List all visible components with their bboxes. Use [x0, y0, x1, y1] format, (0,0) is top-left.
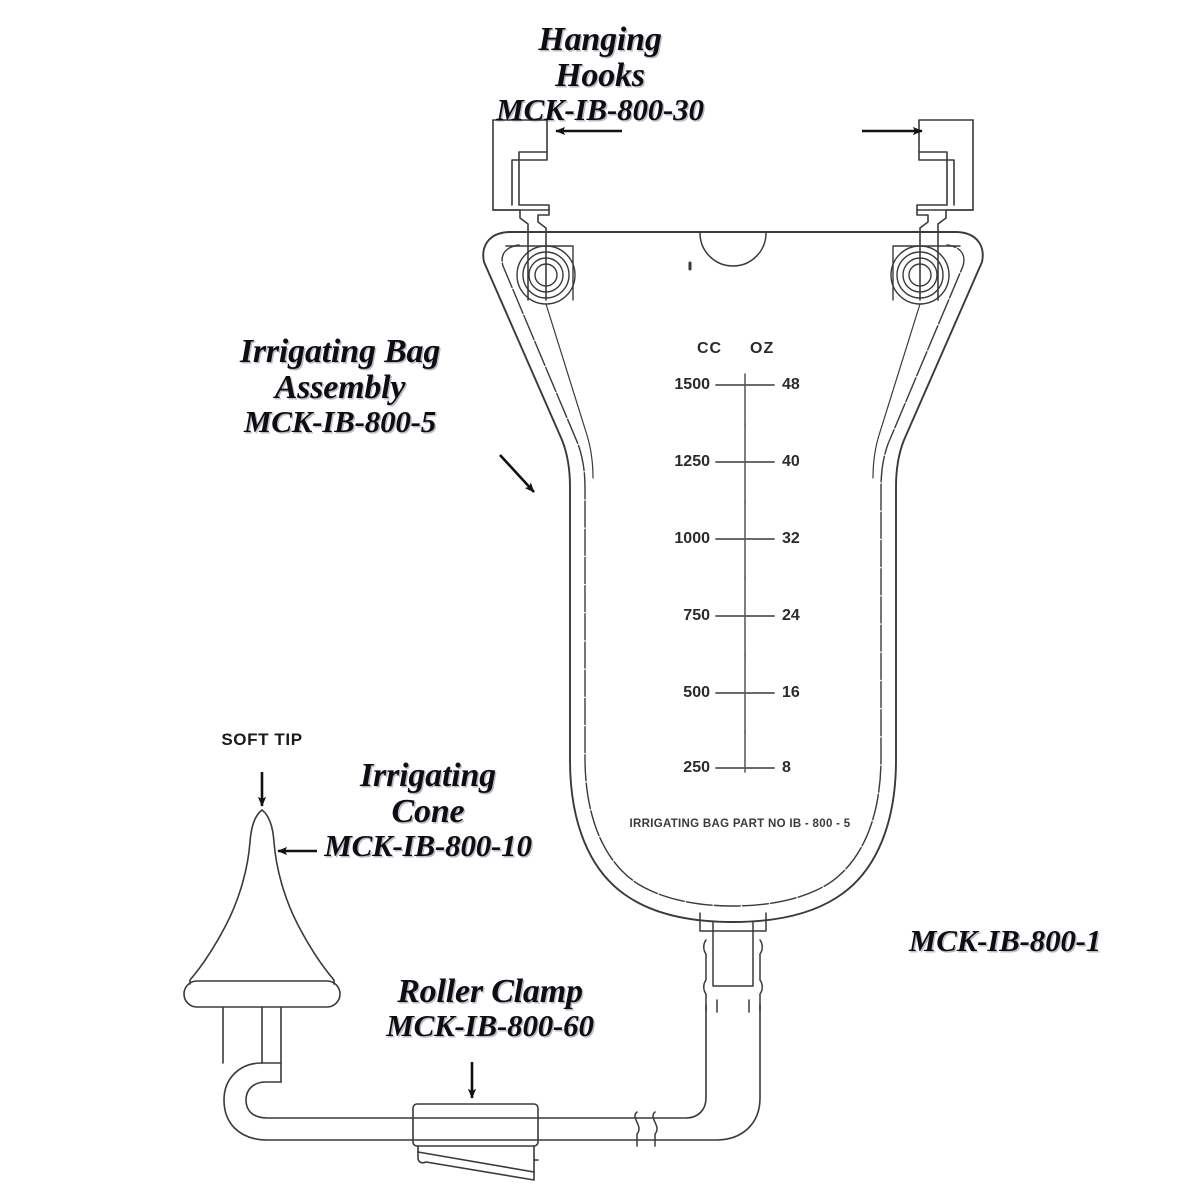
- scale-oz-16: 16: [782, 684, 800, 701]
- callout-soft-tip: SOFT TIP: [197, 730, 327, 749]
- callout-bag-assembly-title-line2: Assembly: [274, 369, 406, 407]
- graduation-scale: [715, 373, 775, 773]
- callout-irrigating-cone-part-number: MCK-IB-800-10: [324, 828, 532, 864]
- callout-roller-clamp: Roller Clamp MCK-IB-800-60: [340, 973, 640, 1044]
- scale-cc-750: 750: [683, 607, 710, 624]
- callout-irrigating-cone-title-line2: Cone: [391, 793, 465, 831]
- scale-oz-24: 24: [782, 607, 800, 624]
- scale-header-oz: OZ: [750, 340, 775, 357]
- bag-outer-outline: [482, 231, 984, 923]
- callout-hanging-hooks-title-line1: Hanging: [538, 21, 662, 58]
- bag-part-stamp: IRRIGATING BAG PART NO IB - 800 - 5: [620, 817, 860, 832]
- bag-part-stamp-line1: IRRIGATING BAG: [629, 818, 730, 830]
- bag-part-stamp-line2: PART NO IB - 800 - 5: [732, 818, 851, 830]
- callout-irrigating-cone: Irrigating Cone MCK-IB-800-10: [278, 757, 578, 864]
- arrow-bag-assembly: [499, 454, 535, 493]
- bag-shoulder-fold-left: [545, 303, 594, 479]
- scale-cc-1250: 1250: [674, 453, 710, 470]
- callout-soft-tip-line1: SOFT: [221, 730, 270, 749]
- delivery-tubing: [223, 1004, 761, 1141]
- callout-hanging-hooks: Hanging Hooks MCK-IB-800-30: [440, 21, 760, 128]
- bag-shoulder-fold-right: [872, 303, 921, 479]
- callout-roller-clamp-title: Roller Clamp: [397, 973, 583, 1010]
- scale-oz-8: 8: [782, 759, 791, 776]
- scale-cc-500: 500: [683, 684, 710, 701]
- scale-cc-250: 250: [683, 759, 710, 776]
- scale-cc-1500: 1500: [674, 376, 710, 393]
- scale-header-cc: CC: [697, 340, 723, 357]
- callout-overall-assembly-part-number: MCK-IB-800-1: [908, 923, 1102, 958]
- callout-bag-assembly-title-line1: Irrigating Bag: [239, 333, 441, 370]
- tubing-break-mark: [634, 1111, 658, 1147]
- hanging-hook-right: [916, 119, 974, 301]
- irrigating-cone: [183, 809, 341, 1083]
- callout-soft-tip-line2: TIP: [274, 730, 303, 749]
- roller-clamp: [412, 1103, 539, 1181]
- callout-irrigating-cone-title-line1: Irrigating: [360, 757, 496, 794]
- callout-overall-assembly: MCK-IB-800-1: [855, 923, 1155, 958]
- callout-bag-assembly-part-number: MCK-IB-800-5: [243, 404, 437, 440]
- bag-outlet-port: [699, 912, 767, 1013]
- callout-hanging-hooks-part-number: MCK-IB-800-30: [496, 92, 704, 128]
- grommet-left: [505, 245, 576, 305]
- callout-roller-clamp-part-number: MCK-IB-800-60: [386, 1008, 594, 1044]
- scale-cc-1000: 1000: [674, 530, 710, 547]
- scale-oz-32: 32: [782, 530, 800, 547]
- callout-bag-assembly: Irrigating Bag Assembly MCK-IB-800-5: [160, 333, 520, 440]
- bag-top-notch: [699, 232, 767, 267]
- bag-inner-outline: [501, 244, 965, 907]
- scale-oz-40: 40: [782, 453, 800, 470]
- hanging-hook-left: [492, 119, 550, 301]
- grommet-right: [890, 245, 961, 305]
- scale-oz-48: 48: [782, 376, 800, 393]
- scale-ticks: [715, 384, 775, 769]
- callout-hanging-hooks-title-line2: Hooks: [555, 57, 645, 95]
